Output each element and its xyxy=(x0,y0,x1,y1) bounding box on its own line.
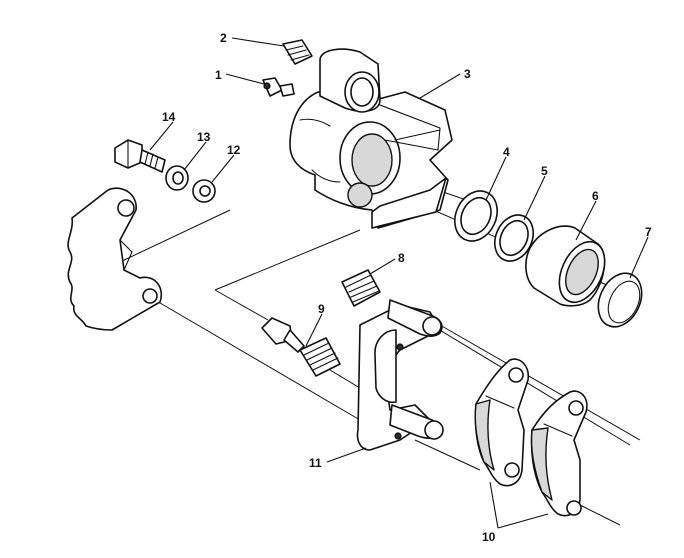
callout-3: 3 xyxy=(464,67,471,81)
callout-8: 8 xyxy=(398,251,405,265)
callout-2: 2 xyxy=(220,31,227,45)
callout-7: 7 xyxy=(645,225,652,239)
piston-seal xyxy=(454,190,498,242)
caliper-body xyxy=(289,48,453,229)
bleeder-plug xyxy=(282,39,313,65)
brake-pad-outer xyxy=(530,390,588,517)
callout-13: 13 xyxy=(197,130,211,144)
caliper-piston xyxy=(525,225,606,307)
callout-6: 6 xyxy=(592,189,599,203)
mounting-bolt xyxy=(114,139,166,173)
bleeder-screw xyxy=(262,77,295,97)
pin-boot-upper xyxy=(341,269,381,307)
flat-washer xyxy=(192,179,216,203)
callout-1: 1 xyxy=(215,68,222,82)
mounting-bracket xyxy=(67,187,162,331)
callout-12: 12 xyxy=(227,143,241,157)
leader-lines xyxy=(149,37,649,529)
callout-9: 9 xyxy=(318,302,325,316)
callout-labels: 2 1 3 4 5 6 7 8 9 10 11 12 13 14 xyxy=(162,31,652,544)
callout-10: 10 xyxy=(482,530,496,544)
dust-ring xyxy=(493,214,535,262)
callout-4: 4 xyxy=(503,145,510,159)
callout-11: 11 xyxy=(309,456,322,470)
callout-5: 5 xyxy=(541,164,548,178)
brake-pad-inner xyxy=(474,358,530,487)
slide-bracket xyxy=(356,299,444,451)
slide-pin-lower xyxy=(261,317,341,377)
callout-14: 14 xyxy=(162,110,176,124)
lock-washer xyxy=(165,165,189,191)
